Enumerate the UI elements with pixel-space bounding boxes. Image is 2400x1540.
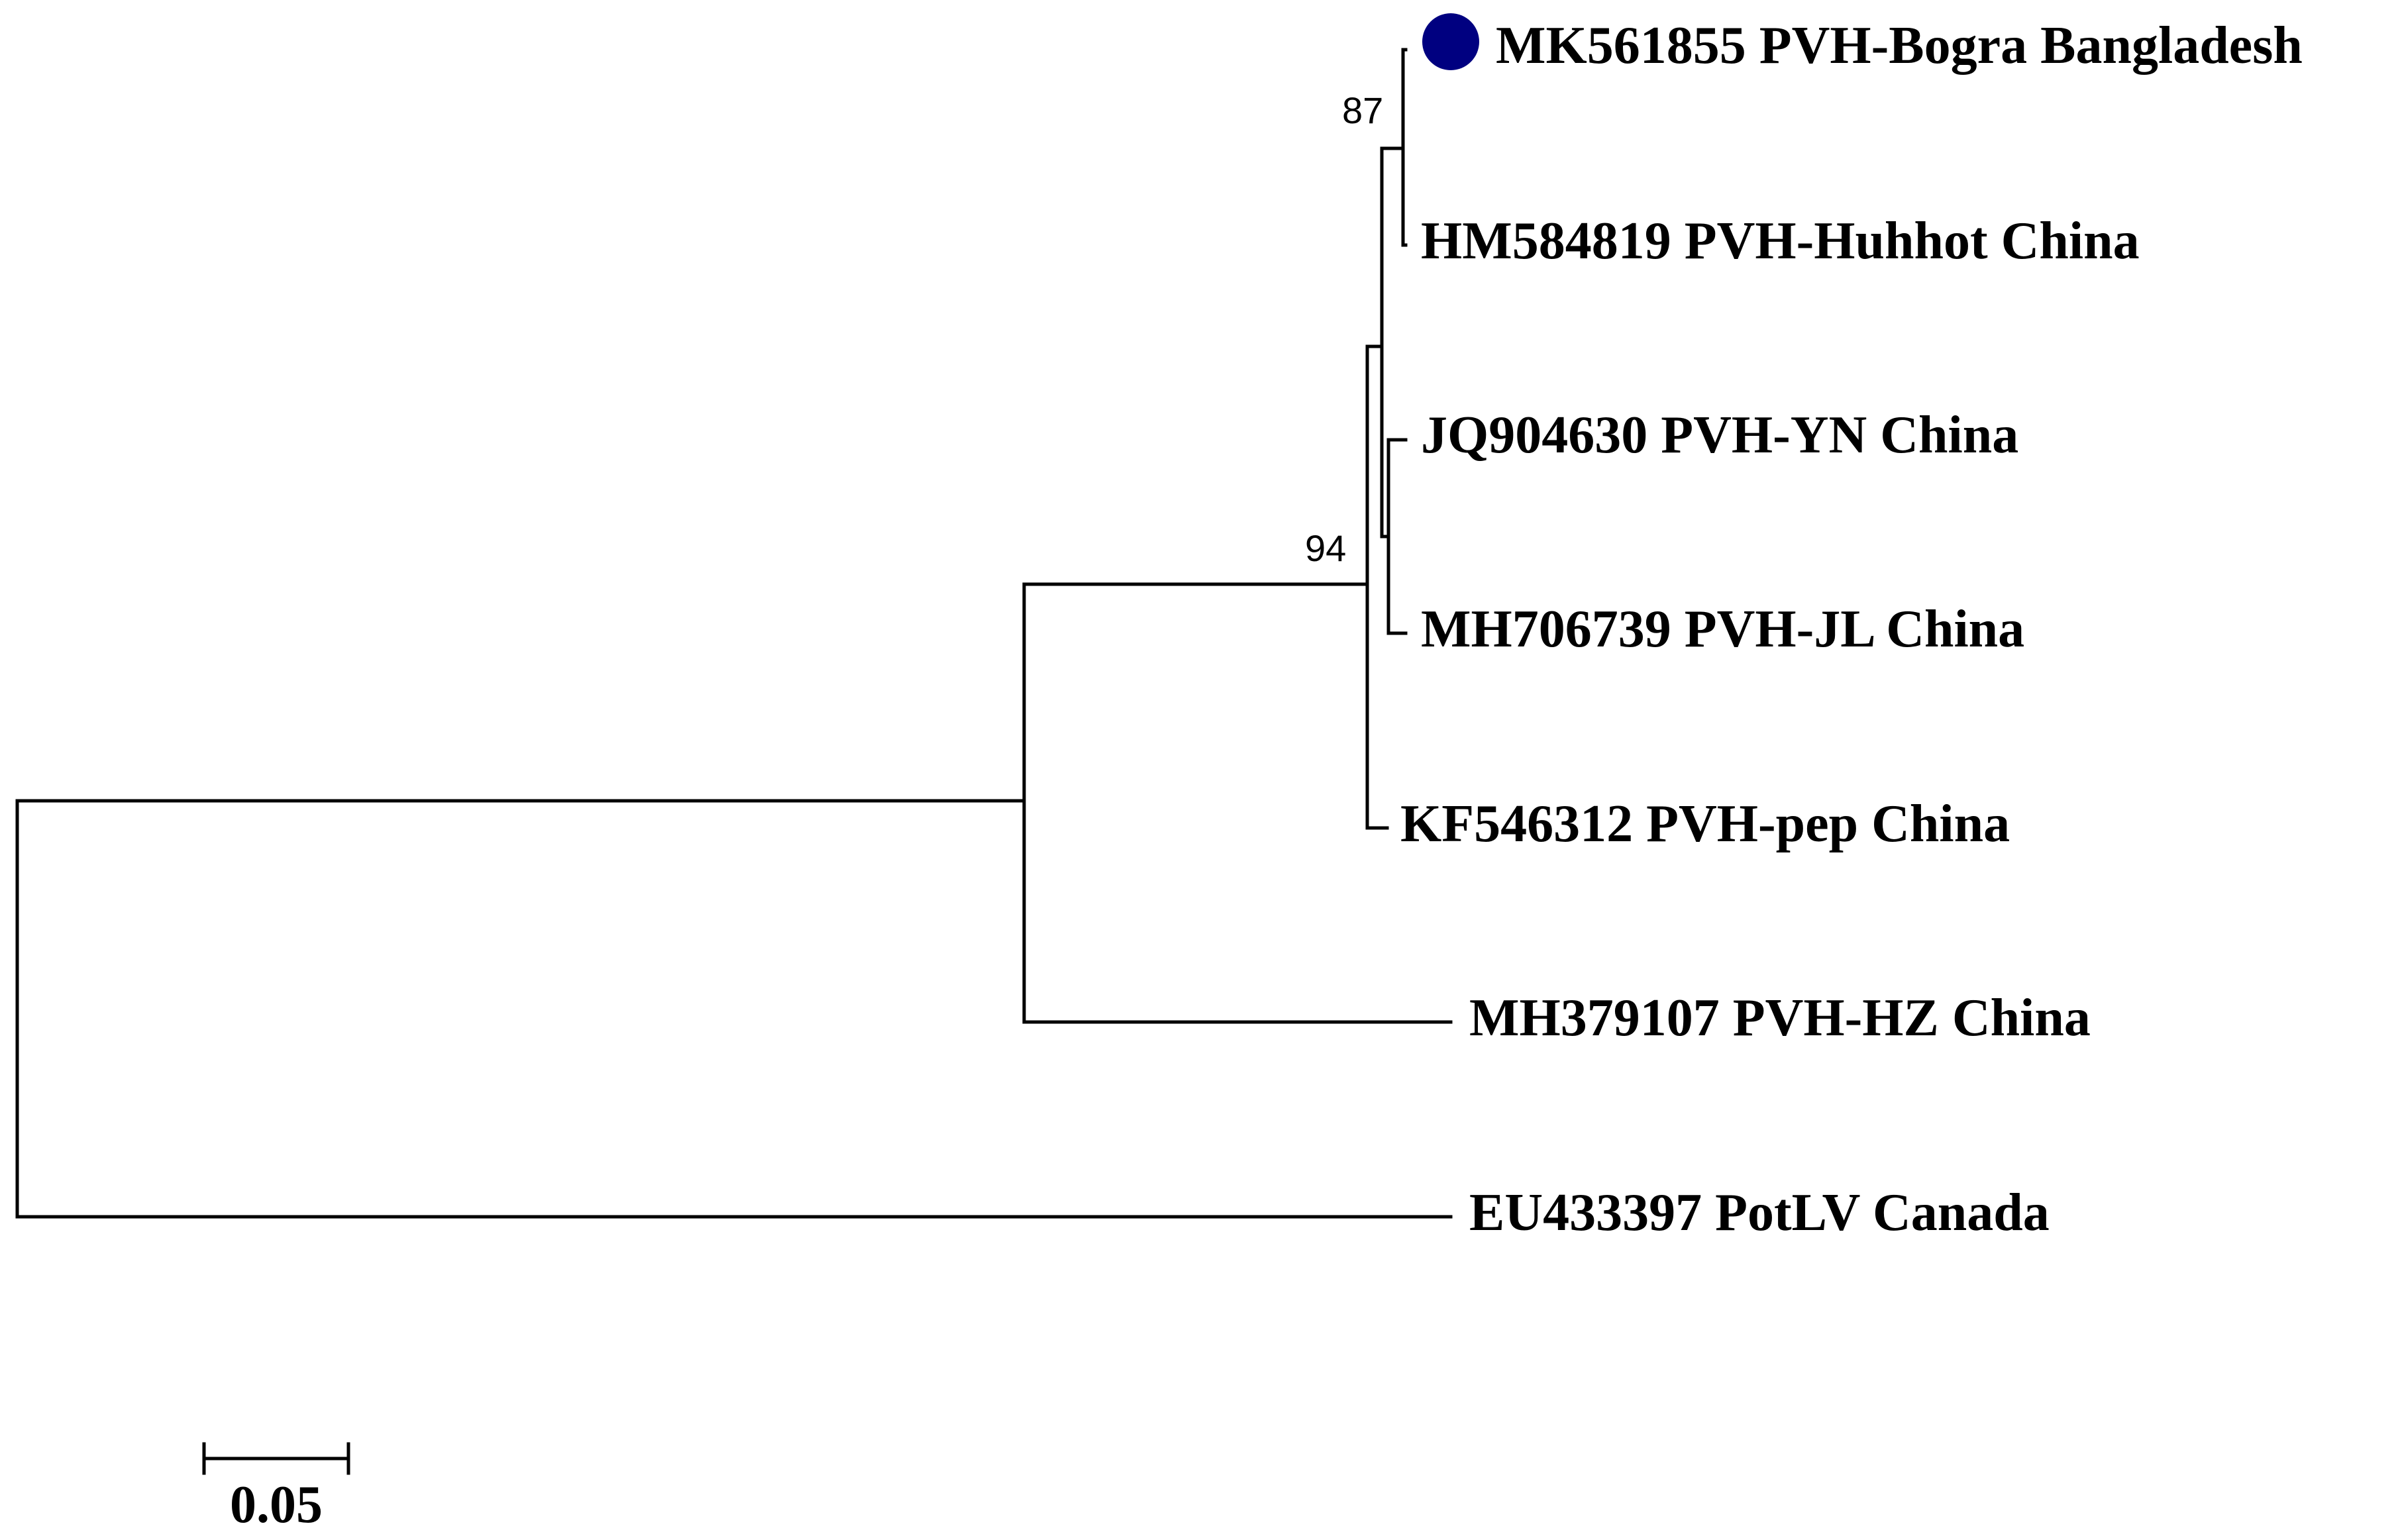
taxon-label-pep: KF546312 PVH-pep China [1400,795,2010,853]
taxon-label-yn: JQ904630 PVH-YN China [1421,406,2018,464]
taxon-label-huhhot: HM584819 PVH-Huhhot China [1421,212,2140,270]
taxon-label-potlv: EU433397 PotLV Canada [1469,1184,2050,1242]
taxon-label-hz: MH379107 PVH-HZ China [1469,989,2091,1047]
bootstrap-label-94: 94 [1305,527,1346,569]
scale-bar: 0.05 [202,1442,350,1534]
taxon-label-bogra: MK561855 PVH-Bogra Bangladesh [1496,17,2303,75]
bootstrap-label-87: 87 [1342,89,1383,131]
scale-bar-label: 0.05 [230,1476,323,1534]
taxon-label-jl: MH706739 PVH-JL China [1421,600,2024,658]
highlight-marker-icon [1422,13,1479,70]
